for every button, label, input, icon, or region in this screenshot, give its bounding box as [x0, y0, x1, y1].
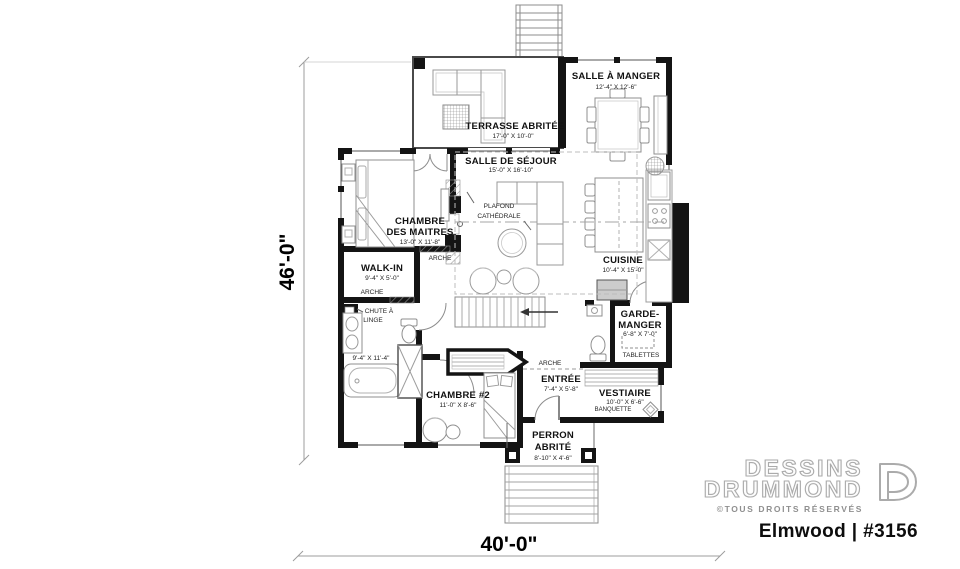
note-banquette: BANQUETTE [594, 407, 632, 413]
bedroom2-furniture [422, 372, 516, 443]
brand-name-line1: DESSINS [744, 455, 863, 481]
note-plafond-line1: PLAFOND [483, 203, 515, 210]
room-size-entree: 7'-4" X 5'-8" [544, 386, 578, 393]
room-label-walkin: WALK-IN [360, 263, 404, 274]
master-bedroom-furniture [341, 159, 415, 248]
room-size-garde-manger: 6'-8" X 7'-0" [623, 331, 657, 338]
fireplace-detail [440, 179, 463, 265]
room-label-entree: ENTRÉE [541, 374, 581, 385]
note-arche-chambre: ARCHE [428, 255, 452, 262]
note-arche-entree: ARCHE [538, 360, 562, 367]
room-label-perron-2: ABRITÉ [534, 442, 572, 453]
copyright-text: ©TOUS DROITS RÉSERVÉS [716, 504, 863, 515]
room-label-garde-manger-2: MANGER [618, 320, 662, 331]
room-label-sejour: SALLE DE SÉJOUR [465, 156, 557, 167]
patio-door [412, 153, 448, 172]
rear-stairs [515, 4, 563, 58]
room-size-salle-de-bain: 9'-4" X 11'-4" [352, 355, 390, 362]
overall-height-dimension: 46'-0" [276, 222, 301, 302]
note-plafond-line2: CATHÉDRALE [477, 213, 521, 220]
room-label-salle-a-manger: SALLE À MANGER [571, 71, 661, 82]
front-door [534, 395, 560, 423]
note-tablettes: TABLETTES [622, 352, 660, 359]
room-size-chambre-maitres: 13'-0" X 11'-8" [399, 239, 441, 246]
brand-block: DESSINS DRUMMOND ©TOUS DROITS RÉSERVÉS E… [703, 455, 918, 543]
brand-name-line2: DRUMMOND [703, 476, 863, 503]
dimension-lines [292, 56, 726, 562]
overall-width-dimension: 40'-0" [459, 534, 559, 555]
room-size-terrasse: 17'-0" X 10'-0" [492, 133, 534, 140]
mudroom-bench [584, 369, 659, 418]
room-label-cuisine: CUISINE [603, 255, 643, 266]
room-label-terrasse: TERRASSE ABRITÉE [465, 121, 565, 132]
room-size-walkin: 9'-4" X 5'-0" [365, 275, 399, 282]
room-size-cuisine: 10'-4" X 15'-0" [602, 267, 644, 274]
room-label-perron-1: PERRON [532, 430, 574, 441]
note-arche-walkin: ARCHE [360, 289, 384, 296]
living-room-furniture [454, 151, 664, 295]
room-size-vestiaire: 10'-0" X 6'-6" [606, 399, 644, 406]
room-size-sejour: 15'-0" X 16'-10" [488, 167, 534, 174]
room-label-garde-manger-1: GARDE- [620, 309, 660, 320]
note-chute-line2: LINGE [363, 317, 383, 324]
room-size-perron: 8'-10" X 4'-6" [534, 455, 572, 462]
kitchen-island [584, 177, 644, 253]
hall-closet [446, 348, 530, 376]
room-label-chambre-maitres-1: CHAMBRE [395, 216, 445, 227]
room-label-chambre-maitres-2: DES MAITRES [386, 227, 454, 238]
dining-set [586, 88, 668, 176]
room-size-salle-a-manger: 12'-4" X 12'-6" [595, 84, 637, 91]
note-chute-line1: CHUTE À [364, 308, 394, 315]
central-stairs [454, 296, 558, 328]
room-size-chambre2: 11'-0" X 8'-6" [439, 402, 477, 409]
room-label-vestiaire: VESTIAIRE [599, 388, 651, 399]
powder-room-fixtures [586, 304, 655, 362]
laundry-chute [344, 306, 355, 314]
kitchen-counter [596, 169, 673, 303]
room-label-chambre2: CHAMBRE #2 [426, 390, 490, 401]
terrasse-structure [412, 56, 564, 149]
drummond-d-logo-icon [879, 463, 917, 501]
bathroom-fixtures [342, 312, 423, 399]
leader-lines [466, 191, 532, 231]
plan-title: Elmwood | #3156 [758, 521, 918, 543]
front-porch [504, 423, 599, 524]
